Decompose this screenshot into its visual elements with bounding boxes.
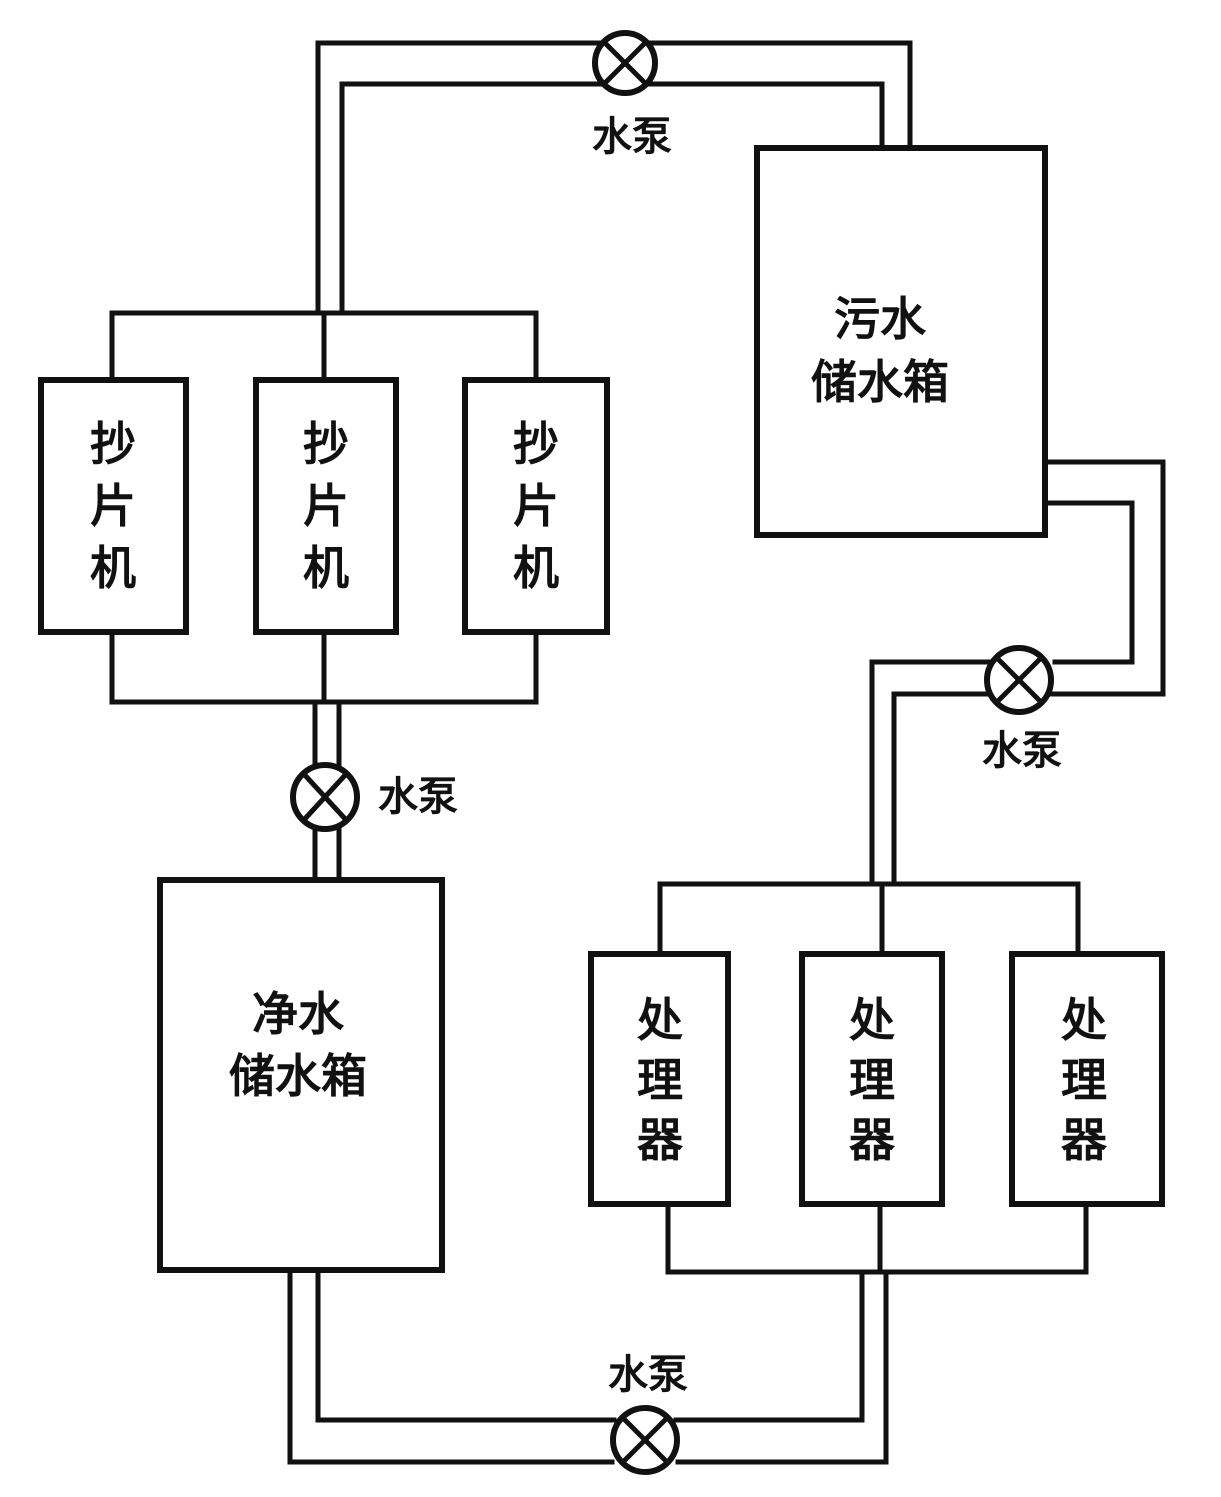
clean-tank-label-line1: 净水 — [252, 987, 345, 1041]
copier-3-char-2: 片 — [513, 479, 559, 533]
dirty-water-tank: 污水 储水箱 — [754, 145, 1048, 538]
clean-tank-label-line2: 储水箱 — [229, 1049, 367, 1103]
copier-1-char-1: 抄 — [90, 417, 136, 471]
copier-1-char-3: 机 — [90, 541, 136, 595]
processor-1-char-1: 处 — [637, 993, 683, 1047]
pipe-dirty-outer — [1042, 459, 1166, 697]
dirty-tank-label-line2: 储水箱 — [811, 355, 949, 409]
processor-3-char-2: 理 — [1061, 1053, 1107, 1107]
processor-3: 处 理 器 — [1009, 951, 1165, 1207]
pipe-proc-header-top — [657, 881, 1081, 957]
pipe-dirty-inner — [1042, 500, 1135, 665]
pump-bottom: 水泵 — [608, 1352, 688, 1475]
copier-2-char-3: 机 — [303, 541, 349, 595]
pump-right: 水泵 — [982, 645, 1062, 774]
processor-2-char-1: 处 — [849, 993, 895, 1047]
clean-water-tank: 净水 储水箱 — [157, 877, 445, 1273]
copier-2-char-1: 抄 — [303, 417, 349, 471]
copier-1-char-2: 片 — [90, 479, 136, 533]
pipe-proc-feed-inner — [891, 691, 991, 887]
pump-top: 水泵 — [592, 30, 672, 160]
copier-3-char-1: 抄 — [513, 417, 559, 471]
pipe-proc-feed-outer — [869, 659, 991, 887]
pump-right-label: 水泵 — [982, 728, 1062, 774]
pipes — [109, 40, 1166, 1465]
processor-3-char-3: 器 — [1061, 1113, 1108, 1167]
dirty-tank-label-line1: 污水 — [834, 292, 927, 346]
processor-1: 处 理 器 — [588, 951, 731, 1207]
copier-machine-3: 抄 片 机 — [462, 377, 610, 635]
pipe-bottom-outer-right — [675, 1269, 889, 1465]
copier-2-char-2: 片 — [303, 479, 349, 533]
processor-2-char-2: 理 — [849, 1053, 895, 1107]
processor-1-char-2: 理 — [637, 1053, 683, 1107]
pump-bottom-label: 水泵 — [608, 1352, 688, 1398]
processor-3-char-1: 处 — [1061, 993, 1107, 1047]
copier-machine-1: 抄 片 机 — [38, 377, 189, 635]
processor-2-char-3: 器 — [849, 1113, 896, 1167]
pump-middle-label: 水泵 — [378, 774, 458, 820]
pipe-bottom-inner — [315, 1267, 617, 1423]
copier-3-char-3: 机 — [513, 541, 559, 595]
pipe-proc-header-bottom — [665, 1201, 1089, 1275]
copier-machine-2: 抄 片 机 — [253, 377, 399, 635]
pump-middle: 水泵 — [290, 762, 458, 832]
pipe-bottom-inner-right — [673, 1269, 865, 1423]
pump-top-label: 水泵 — [592, 114, 672, 160]
processor-1-char-3: 器 — [637, 1113, 684, 1167]
pipe-bottom-outer — [287, 1267, 615, 1465]
processor-2: 处 理 器 — [799, 951, 945, 1207]
